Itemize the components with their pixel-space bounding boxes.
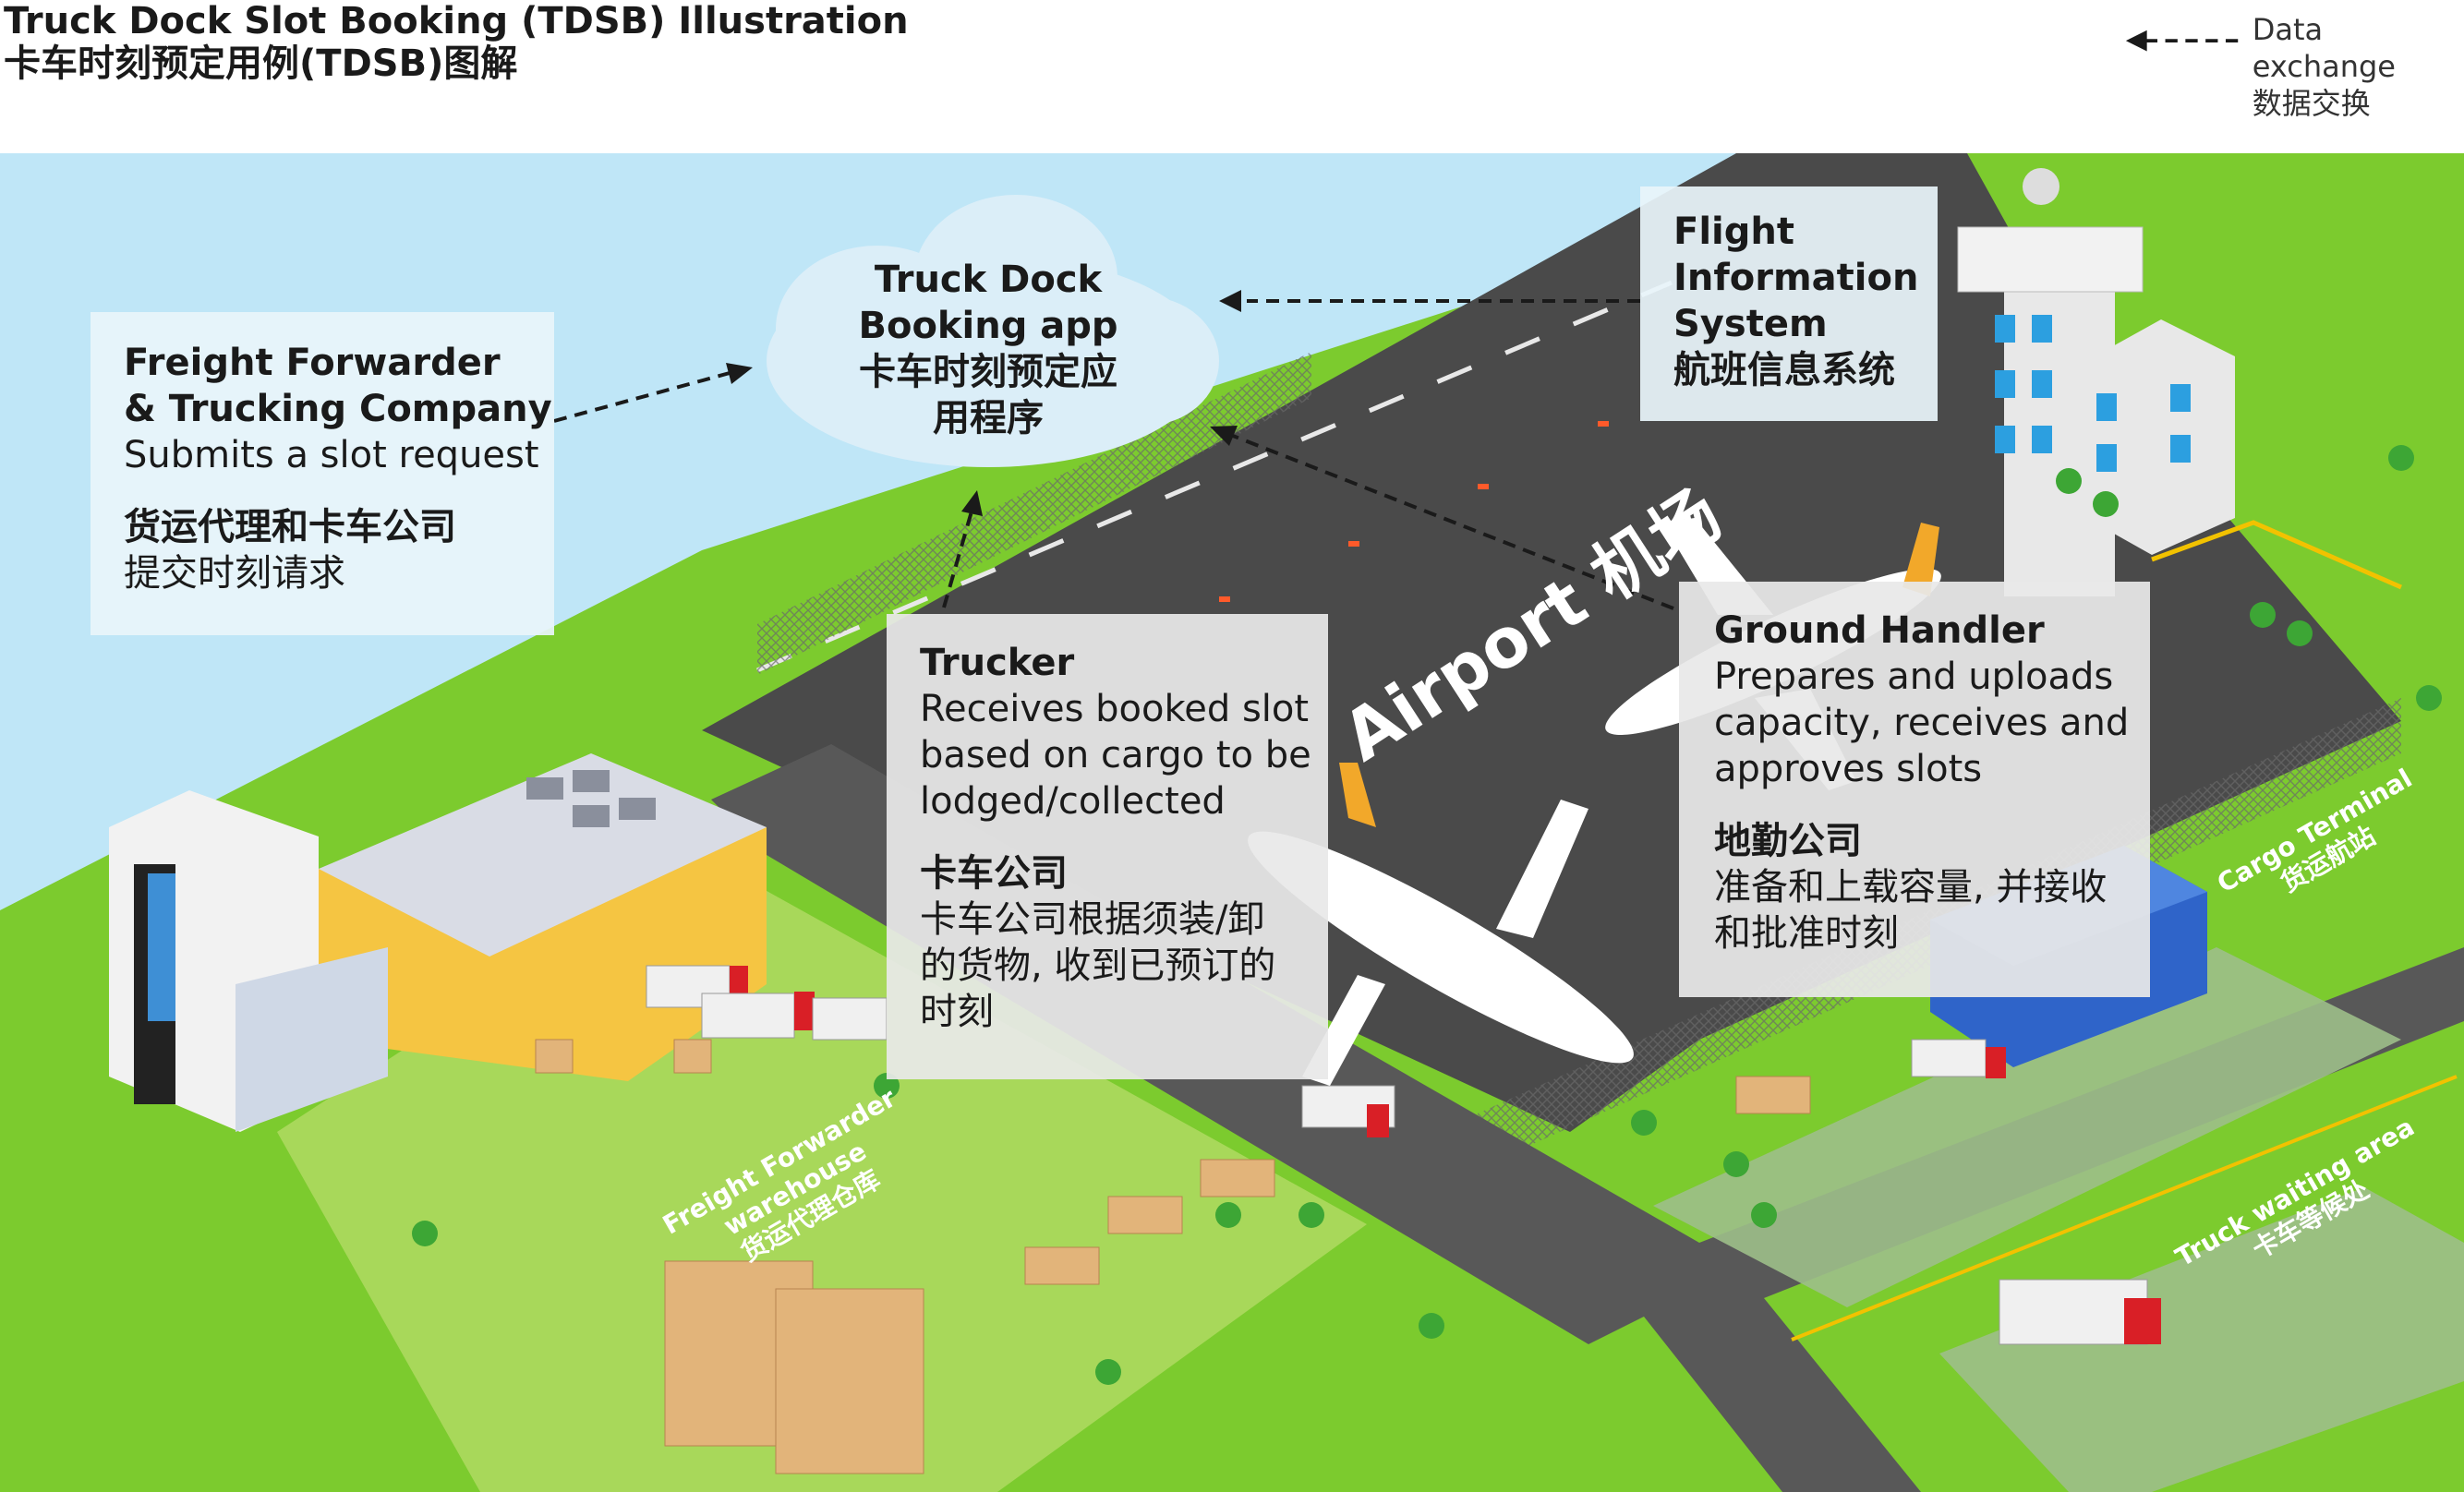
- freight-forwarder-box: Freight Forwarder & Trucking Company Sub…: [91, 312, 554, 635]
- handler-heading-zh: 地勤公司: [1714, 820, 1862, 862]
- forwarder-heading-1: Freight Forwarder: [124, 342, 501, 384]
- handler-desc-3: approves slots: [1714, 748, 1983, 790]
- road-line: [1791, 1075, 2458, 1342]
- handler-desc-zh-1: 准备和上载容量, 并接收: [1714, 866, 2108, 908]
- title-chinese: 卡车时刻预定用例(TDSB)图解: [4, 42, 518, 85]
- trucker-heading-zh: 卡车公司: [920, 852, 1068, 895]
- ground-handler-box: Ground Handler Prepares and uploads capa…: [1679, 582, 2150, 997]
- trucker-desc-3: lodged/collected: [920, 780, 1226, 823]
- legend: Data exchange 数据交换: [2124, 11, 2464, 122]
- handler-desc-2: capacity, receives and: [1714, 702, 2130, 744]
- freight-forwarder-warehouse: [319, 753, 767, 1081]
- cloud-shape: [767, 195, 1219, 467]
- runway-centerline: [756, 280, 1673, 673]
- office-tower: [109, 790, 388, 1132]
- trucks: [646, 965, 2161, 1345]
- fis-title-2: Information: [1673, 257, 1919, 299]
- runway-lights: [1219, 421, 1609, 602]
- fis-title-3: System: [1673, 303, 1828, 345]
- airport-fence: [757, 352, 1311, 675]
- booking-app-cloud: Truck Dock Booking app 卡车时刻预定应 用程序: [813, 257, 1164, 441]
- legend-text: Data exchange 数据交换: [2253, 11, 2464, 122]
- booking-app-title-zh-2: 用程序: [933, 397, 1044, 439]
- title-english: Truck Dock Slot Booking (TDSB) Illustrat…: [4, 0, 909, 42]
- booking-app-title-2: Booking app: [858, 305, 1118, 347]
- booking-app-title-1: Truck Dock: [874, 259, 1103, 301]
- forwarder-heading-zh: 货运代理和卡车公司: [124, 506, 456, 548]
- truck-waiting-area: [1939, 1187, 2464, 1492]
- legend-label-english: Data exchange: [2252, 12, 2396, 84]
- handler-desc-zh-2: 和批准时刻: [1714, 912, 1899, 955]
- cargo-pallets: [535, 1039, 1811, 1474]
- forwarder-desc: Submits a slot request: [124, 434, 539, 476]
- handler-heading: Ground Handler: [1714, 609, 2045, 652]
- fis-title-1: Flight: [1673, 211, 1794, 253]
- flight-information-system-box: Flight Information System 航班信息系统: [1640, 186, 1938, 421]
- title-block: Truck Dock Slot Booking (TDSB) Illustrat…: [4, 0, 909, 85]
- trucker-box: Trucker Receives booked slot based on ca…: [887, 614, 1328, 1079]
- trucker-desc-zh-2: 的货物, 收到已预订的: [920, 945, 1276, 987]
- trucker-desc-zh-1: 卡车公司根据须装/卸: [920, 898, 1265, 941]
- fis-title-zh: 航班信息系统: [1673, 349, 1895, 391]
- forwarder-desc-zh: 提交时刻请求: [124, 552, 345, 595]
- legend-label-chinese: 数据交换: [2252, 86, 2371, 121]
- office-building: [2078, 319, 2235, 555]
- trucker-desc-2: based on cargo to be: [920, 734, 1311, 776]
- trucker-desc-zh-3: 时刻: [920, 991, 994, 1033]
- taxi-line: [2151, 520, 2403, 590]
- handler-desc-1: Prepares and uploads: [1714, 656, 2114, 698]
- trucker-heading: Trucker: [920, 642, 1075, 684]
- trucker-desc-1: Receives booked slot: [920, 688, 1310, 730]
- booking-app-title-zh-1: 卡车时刻预定应: [859, 351, 1117, 393]
- arrow-heads: [726, 290, 1241, 516]
- forwarder-heading-2: & Trucking Company: [124, 388, 552, 430]
- dashed-arrow-icon: [2125, 30, 2239, 52]
- control-tower: [1957, 168, 2144, 596]
- cargo-terminal-apron: [1653, 947, 2401, 1307]
- trees: [412, 445, 2442, 1385]
- data-exchange-arrows: [553, 299, 1674, 610]
